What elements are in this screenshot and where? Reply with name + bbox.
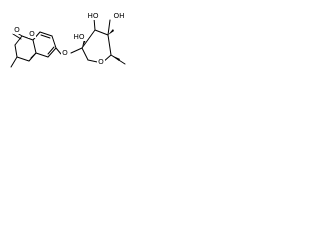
hydroxyl-bond-2: [107, 19, 111, 36]
coumarin-bonds: [10, 30, 62, 68]
stereo-wedge-2: [108, 29, 114, 35]
sugar-bonds: [70, 17, 126, 65]
benzene-double-1: [30, 52, 37, 59]
ether-o-bg: [61, 49, 69, 57]
sugar-ring-bond-5: [94, 29, 109, 36]
ring-o-bond-1: [21, 35, 34, 41]
sugar-ring-bond-1: [81, 47, 89, 61]
sugar-ring-o-bg: [97, 58, 105, 66]
aryl-ether-bond: [55, 47, 62, 55]
sugar-ring-oxygen-label: O: [98, 57, 104, 66]
benzene-bond-1: [35, 52, 49, 58]
carbonyl-bond-2: [12, 33, 22, 40]
lactone-bond-1: [14, 35, 23, 46]
lactone-bond-2: [14, 44, 18, 58]
stereo-wedge-3: [111, 55, 120, 61]
sugar-ring-bond-4: [107, 34, 112, 56]
lactone-bond-3: [16, 56, 30, 62]
structure-canvas: O O O O HO HO OH: [0, 0, 161, 90]
methyl-bond: [10, 56, 18, 68]
coumarin-ring-oxygen-label: O: [29, 29, 35, 38]
benzene-double-2: [47, 46, 55, 55]
atom-labels: O O O O HO HO OH: [13, 11, 126, 66]
hydroxyl-label-2: HO: [87, 11, 98, 20]
oh-1-bg: [73, 33, 86, 41]
oh-3-bg: [113, 12, 126, 20]
carbonyl-o-bg: [13, 26, 21, 34]
coumarin-ring-o-bg: [28, 30, 36, 38]
carbonyl-oxygen-label: O: [14, 25, 20, 34]
stereo-wedge-1: [82, 39, 86, 48]
benzene-bond-3: [51, 35, 57, 49]
ether-to-anomeric-bond: [70, 47, 83, 54]
oh-2-bg: [87, 12, 100, 20]
benzene-double-3: [40, 34, 51, 39]
benzene-bond-5: [32, 31, 41, 41]
ether-oxygen-label: O: [62, 48, 68, 57]
hydroxyl-label-3: OH: [113, 11, 124, 20]
fusion-bond-2: [32, 39, 37, 54]
sugar-ring-bond-6: [81, 29, 96, 49]
chemical-structure-diagram: O O O O HO HO OH: [10, 11, 126, 68]
benzene-bond-4: [39, 31, 53, 37]
hydroxyl-label-1: HO: [73, 32, 84, 41]
benzene-bond-2: [47, 47, 57, 58]
